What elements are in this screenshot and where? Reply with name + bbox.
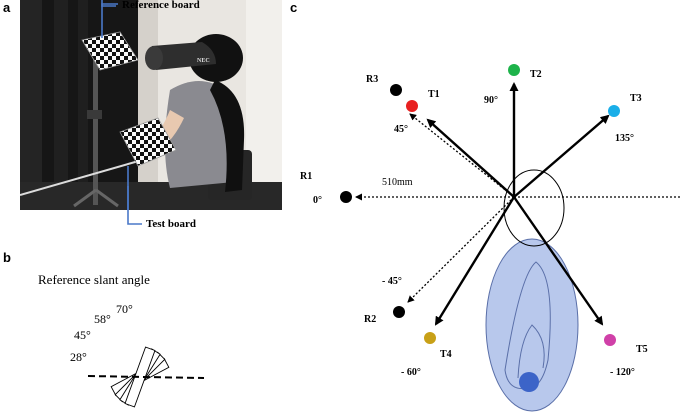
angle-label-58: 58° bbox=[94, 312, 111, 326]
label-t3: T3 bbox=[630, 93, 642, 104]
angle-t4: - 60° bbox=[401, 367, 421, 378]
headset-text: NEC bbox=[197, 58, 210, 64]
arrow-t3 bbox=[513, 114, 610, 198]
arrow-t4 bbox=[434, 196, 516, 326]
point-t4 bbox=[424, 332, 436, 344]
angle-r2: - 45° bbox=[382, 276, 402, 287]
reference-board-label: Reference board bbox=[122, 0, 200, 11]
head-circle bbox=[503, 169, 565, 247]
point-r2 bbox=[393, 306, 405, 318]
angle-r1: 0° bbox=[313, 195, 322, 206]
label-r2: R2 bbox=[364, 314, 376, 325]
point-t3 bbox=[608, 105, 620, 117]
slant-board-70 bbox=[124, 346, 156, 408]
panel-label-a: a bbox=[3, 0, 11, 15]
arrow-r2 bbox=[407, 196, 515, 303]
participant-body bbox=[485, 238, 579, 412]
label-t4: T4 bbox=[440, 349, 452, 360]
horizontal-reference-line bbox=[87, 375, 205, 379]
panel-label-c: c bbox=[290, 0, 298, 15]
reference-callout-line bbox=[101, 3, 118, 38]
slant-boards bbox=[110, 346, 170, 408]
angle-t1: 45° bbox=[394, 124, 408, 135]
label-t2: T2 bbox=[530, 69, 542, 80]
test-callout-line bbox=[127, 166, 142, 225]
point-t2 bbox=[508, 64, 520, 76]
distance-label: 510mm bbox=[382, 177, 413, 188]
arrow-t5 bbox=[513, 196, 604, 326]
slant-title: Reference slant angle bbox=[38, 272, 150, 287]
arrow-t1 bbox=[426, 118, 515, 198]
angle-label-70: 70° bbox=[116, 302, 133, 316]
angle-t2: 90° bbox=[484, 95, 498, 106]
hand-outline bbox=[517, 324, 545, 379]
label-t5: T5 bbox=[636, 344, 648, 355]
point-r1 bbox=[340, 191, 352, 203]
angle-label-45: 45° bbox=[74, 328, 91, 342]
hand-marker bbox=[519, 372, 539, 392]
label-r3: R3 bbox=[366, 74, 378, 85]
angle-label-28: 28° bbox=[70, 350, 87, 364]
angle-t5: - 120° bbox=[610, 367, 635, 378]
panel-label-b: b bbox=[3, 250, 11, 265]
point-r3 bbox=[390, 84, 402, 96]
label-r1: R1 bbox=[300, 171, 312, 182]
test-board-label: Test board bbox=[146, 218, 197, 230]
experiment-photo-illustration bbox=[20, 0, 282, 210]
angle-t3: 135° bbox=[615, 133, 634, 144]
label-t1: T1 bbox=[428, 89, 440, 100]
point-t5 bbox=[604, 334, 616, 346]
point-t1 bbox=[406, 100, 418, 112]
experiment-photo bbox=[20, 0, 282, 210]
